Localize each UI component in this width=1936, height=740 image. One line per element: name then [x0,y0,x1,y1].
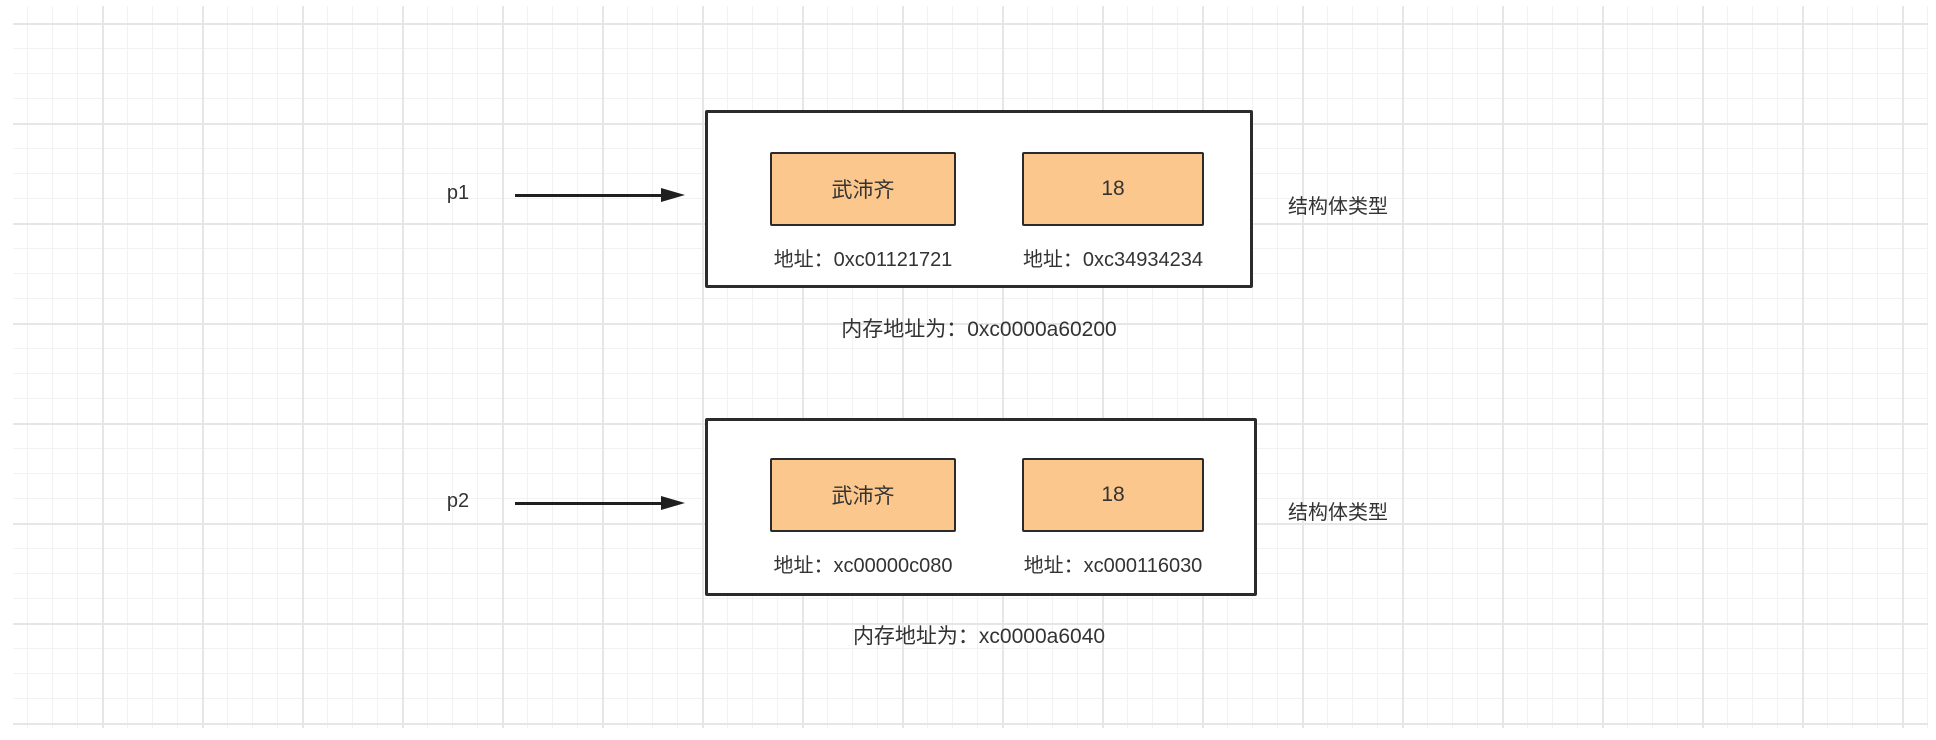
field-value-box: 武沛齐 [770,458,956,532]
struct-type-label: 结构体类型 [1288,196,1388,218]
struct-box: 武沛齐 地址：xc00000c080 18 地址：xc000116030 [705,418,1257,596]
struct-field-age: 18 地址：xc000116030 [993,458,1233,578]
struct-field-age: 18 地址：0xc34934234 [993,152,1233,272]
field-address-label: 地址：xc000116030 [1023,555,1203,577]
arrow-line [515,194,667,197]
struct-type-label: 结构体类型 [1288,502,1388,524]
arrow-line [515,502,667,505]
pointer-label-p2: p2 [446,490,470,512]
struct-field-name: 武沛齐 地址：0xc01121721 [743,152,983,272]
field-value-box: 武沛齐 [770,152,956,226]
struct-field-name: 武沛齐 地址：xc00000c080 [743,458,983,578]
memory-address-label: 内存地址为：0xc0000a60200 [841,318,1117,341]
field-address-label: 地址：0xc01121721 [773,249,953,271]
field-address-label: 地址：xc00000c080 [773,555,953,577]
arrow-head-icon [661,496,685,510]
memory-address-label: 内存地址为：xc0000a6040 [852,625,1106,648]
field-value-box: 18 [1022,152,1204,226]
field-address-label: 地址：0xc34934234 [1022,249,1204,271]
struct-box: 武沛齐 地址：0xc01121721 18 地址：0xc34934234 [705,110,1253,288]
arrow-head-icon [661,188,685,202]
field-value-box: 18 [1022,458,1204,532]
pointer-label-p1: p1 [446,182,470,204]
